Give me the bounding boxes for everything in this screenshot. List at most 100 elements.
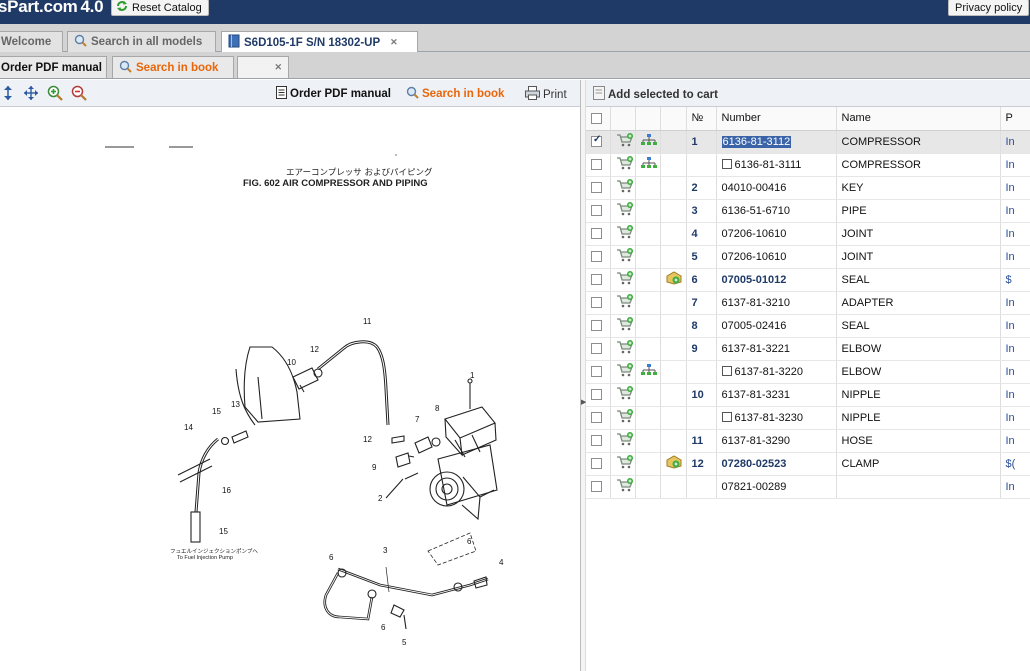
row-cart-cell[interactable]	[610, 222, 636, 246]
callout-6a[interactable]: 6	[329, 553, 334, 562]
add-to-cart-icon[interactable]	[616, 363, 634, 380]
header-price[interactable]: P	[1000, 107, 1030, 131]
row-checkbox[interactable]	[591, 320, 602, 332]
row-select-cell[interactable]	[586, 406, 611, 430]
row-price[interactable]: In	[1000, 406, 1030, 430]
row-select-cell[interactable]	[586, 383, 611, 407]
row-checkbox[interactable]	[591, 228, 602, 240]
row-checkbox[interactable]	[591, 205, 602, 217]
panel-splitter[interactable]: ▶	[580, 80, 586, 671]
row-price[interactable]: In	[1000, 314, 1030, 338]
add-to-cart-icon[interactable]	[616, 294, 634, 311]
row-number[interactable]: 07005-01012	[721, 273, 787, 286]
callout-12a[interactable]: 12	[310, 345, 319, 354]
row-select-cell[interactable]	[586, 475, 611, 499]
row-number-cell[interactable]: 07280-02523	[716, 452, 837, 476]
tab-blank[interactable]: ✕	[237, 56, 289, 78]
callout-2[interactable]: 2	[378, 494, 383, 503]
row-number[interactable]: 07005-02416	[721, 319, 787, 332]
row-checkbox[interactable]	[591, 274, 602, 286]
row-number-cell[interactable]: 6136-81-3112	[716, 130, 837, 154]
row-number-cell[interactable]: 07821-00289	[716, 475, 837, 499]
tab-search-all-models[interactable]: Search in all models	[67, 31, 216, 52]
add-to-cart-icon[interactable]	[616, 455, 634, 472]
row-cart-cell[interactable]	[610, 291, 636, 315]
reset-catalog-button[interactable]: Reset Catalog	[111, 0, 209, 16]
add-to-cart-icon[interactable]	[616, 317, 634, 334]
row-number[interactable]: 6136-51-6710	[721, 204, 791, 217]
row-checkbox[interactable]	[591, 159, 602, 171]
row-price[interactable]: In	[1000, 199, 1030, 223]
row-select-cell[interactable]	[586, 222, 611, 246]
row-number-cell[interactable]: 07005-01012	[716, 268, 837, 292]
row-cart-cell[interactable]	[610, 360, 636, 384]
row-select-cell[interactable]	[586, 130, 611, 154]
row-tree-cell[interactable]	[635, 153, 661, 177]
add-to-cart-icon[interactable]	[616, 179, 634, 196]
row-price[interactable]: In	[1000, 360, 1030, 384]
row-price[interactable]: In	[1000, 291, 1030, 315]
row-number[interactable]: 6137-81-3231	[721, 388, 791, 401]
row-checkbox[interactable]	[591, 412, 602, 424]
row-number-cell[interactable]: 6137-81-3231	[716, 383, 837, 407]
privacy-policy-button[interactable]: Privacy policy	[948, 0, 1030, 16]
add-to-cart-icon[interactable]	[616, 340, 634, 357]
header-no[interactable]: №	[686, 107, 717, 131]
row-number[interactable]: 07280-02523	[721, 457, 787, 470]
collapse-arrow-icon[interactable]: ▶	[581, 399, 587, 406]
row-select-cell[interactable]	[586, 452, 611, 476]
add-to-cart-icon[interactable]	[616, 133, 634, 150]
callout-9[interactable]: 9	[372, 463, 377, 472]
row-checkbox[interactable]	[591, 134, 602, 148]
callout-13[interactable]: 13	[231, 400, 240, 409]
info-box-icon[interactable]	[666, 455, 682, 472]
add-to-cart-icon[interactable]	[616, 271, 634, 288]
row-price[interactable]: In	[1000, 383, 1030, 407]
callout-11[interactable]: 11	[363, 317, 372, 326]
add-to-cart-icon[interactable]	[616, 202, 634, 219]
info-box-icon[interactable]	[666, 271, 682, 288]
row-number-cell[interactable]: 6137-81-3290	[716, 429, 837, 453]
row-cart-cell[interactable]	[610, 406, 636, 430]
callout-1[interactable]: 1	[470, 371, 475, 380]
tab-search-in-book[interactable]: Search in book	[112, 56, 234, 78]
close-icon[interactable]: ✕	[390, 37, 398, 47]
row-cart-cell[interactable]	[610, 268, 636, 292]
row-price[interactable]: $	[1000, 268, 1030, 292]
row-number-cell[interactable]: 07005-02416	[716, 314, 837, 338]
callout-6c[interactable]: 6	[467, 537, 472, 546]
row-select-cell[interactable]	[586, 291, 611, 315]
tab-welcome[interactable]: Welcome	[0, 31, 63, 52]
add-to-cart-icon[interactable]	[616, 248, 634, 265]
row-cart-cell[interactable]	[610, 245, 636, 269]
add-to-cart-icon[interactable]	[616, 386, 634, 403]
row-number-cell[interactable]: 6136-81-3111	[716, 153, 837, 177]
callout-12b[interactable]: 12	[363, 435, 372, 444]
row-price[interactable]: In	[1000, 429, 1030, 453]
row-number[interactable]: 6137-81-3220	[734, 365, 804, 378]
callout-7[interactable]: 7	[415, 415, 420, 424]
row-cart-cell[interactable]	[610, 130, 636, 154]
callout-8[interactable]: 8	[435, 404, 440, 413]
select-all-cell[interactable]	[586, 107, 611, 131]
row-cart-cell[interactable]	[610, 429, 636, 453]
row-checkbox[interactable]	[591, 389, 602, 401]
row-cart-cell[interactable]	[610, 314, 636, 338]
callout-6b[interactable]: 6	[381, 623, 386, 632]
add-to-cart-icon[interactable]	[616, 432, 634, 449]
row-cart-cell[interactable]	[610, 176, 636, 200]
row-number-cell[interactable]: 6137-81-3221	[716, 337, 837, 361]
row-checkbox[interactable]	[591, 343, 602, 355]
row-cart-cell[interactable]	[610, 153, 636, 177]
callout-16[interactable]: 16	[222, 486, 231, 495]
